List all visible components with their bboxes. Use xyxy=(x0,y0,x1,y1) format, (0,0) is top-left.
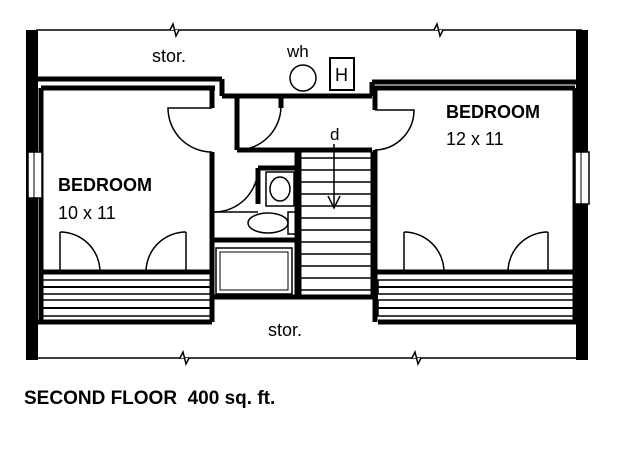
hvac-box xyxy=(329,57,355,91)
bath-cabinet xyxy=(265,171,295,207)
window-right xyxy=(574,151,590,205)
storage-bottom-label: stor. xyxy=(268,320,302,340)
door-swing-bedroom-right xyxy=(374,109,415,151)
closet-shelf-left xyxy=(40,279,213,317)
closet-door-left-a xyxy=(59,231,101,273)
storage-top-label: stor. xyxy=(152,46,186,66)
bathtub-icon xyxy=(215,247,293,295)
closet-door-right-a xyxy=(403,231,445,273)
sink-icon xyxy=(269,176,291,202)
hvac-label: H xyxy=(335,65,348,85)
plan-caption: SECOND FLOOR 400 sq. ft. xyxy=(24,388,276,409)
water-heater-icon xyxy=(289,64,317,92)
break-mark-top-right xyxy=(433,21,444,39)
stair-arrow-icon xyxy=(327,144,341,210)
closet-door-left-b xyxy=(145,231,187,273)
water-heater-label: wh xyxy=(286,42,309,61)
bedroom-left-name: BEDROOM xyxy=(58,175,152,195)
bedroom-left-size: 10 x 11 xyxy=(58,203,116,223)
stair-direction-label: d xyxy=(330,125,339,144)
toilet-icon xyxy=(247,211,297,235)
break-mark-bottom-left xyxy=(179,349,190,367)
closet-door-right-b xyxy=(507,231,549,273)
door-swing-bath xyxy=(213,167,259,213)
break-mark-bottom-right xyxy=(411,349,422,367)
bedroom-right-name: BEDROOM xyxy=(446,102,540,122)
window-left xyxy=(27,151,43,199)
closet-shelf-right xyxy=(377,279,576,317)
stair xyxy=(298,152,374,297)
door-swing-bedroom-left xyxy=(167,107,213,153)
bedroom-right-size: 12 x 11 xyxy=(446,129,504,149)
door-swing-storage-top xyxy=(236,105,282,151)
break-mark-top-left xyxy=(169,21,180,39)
